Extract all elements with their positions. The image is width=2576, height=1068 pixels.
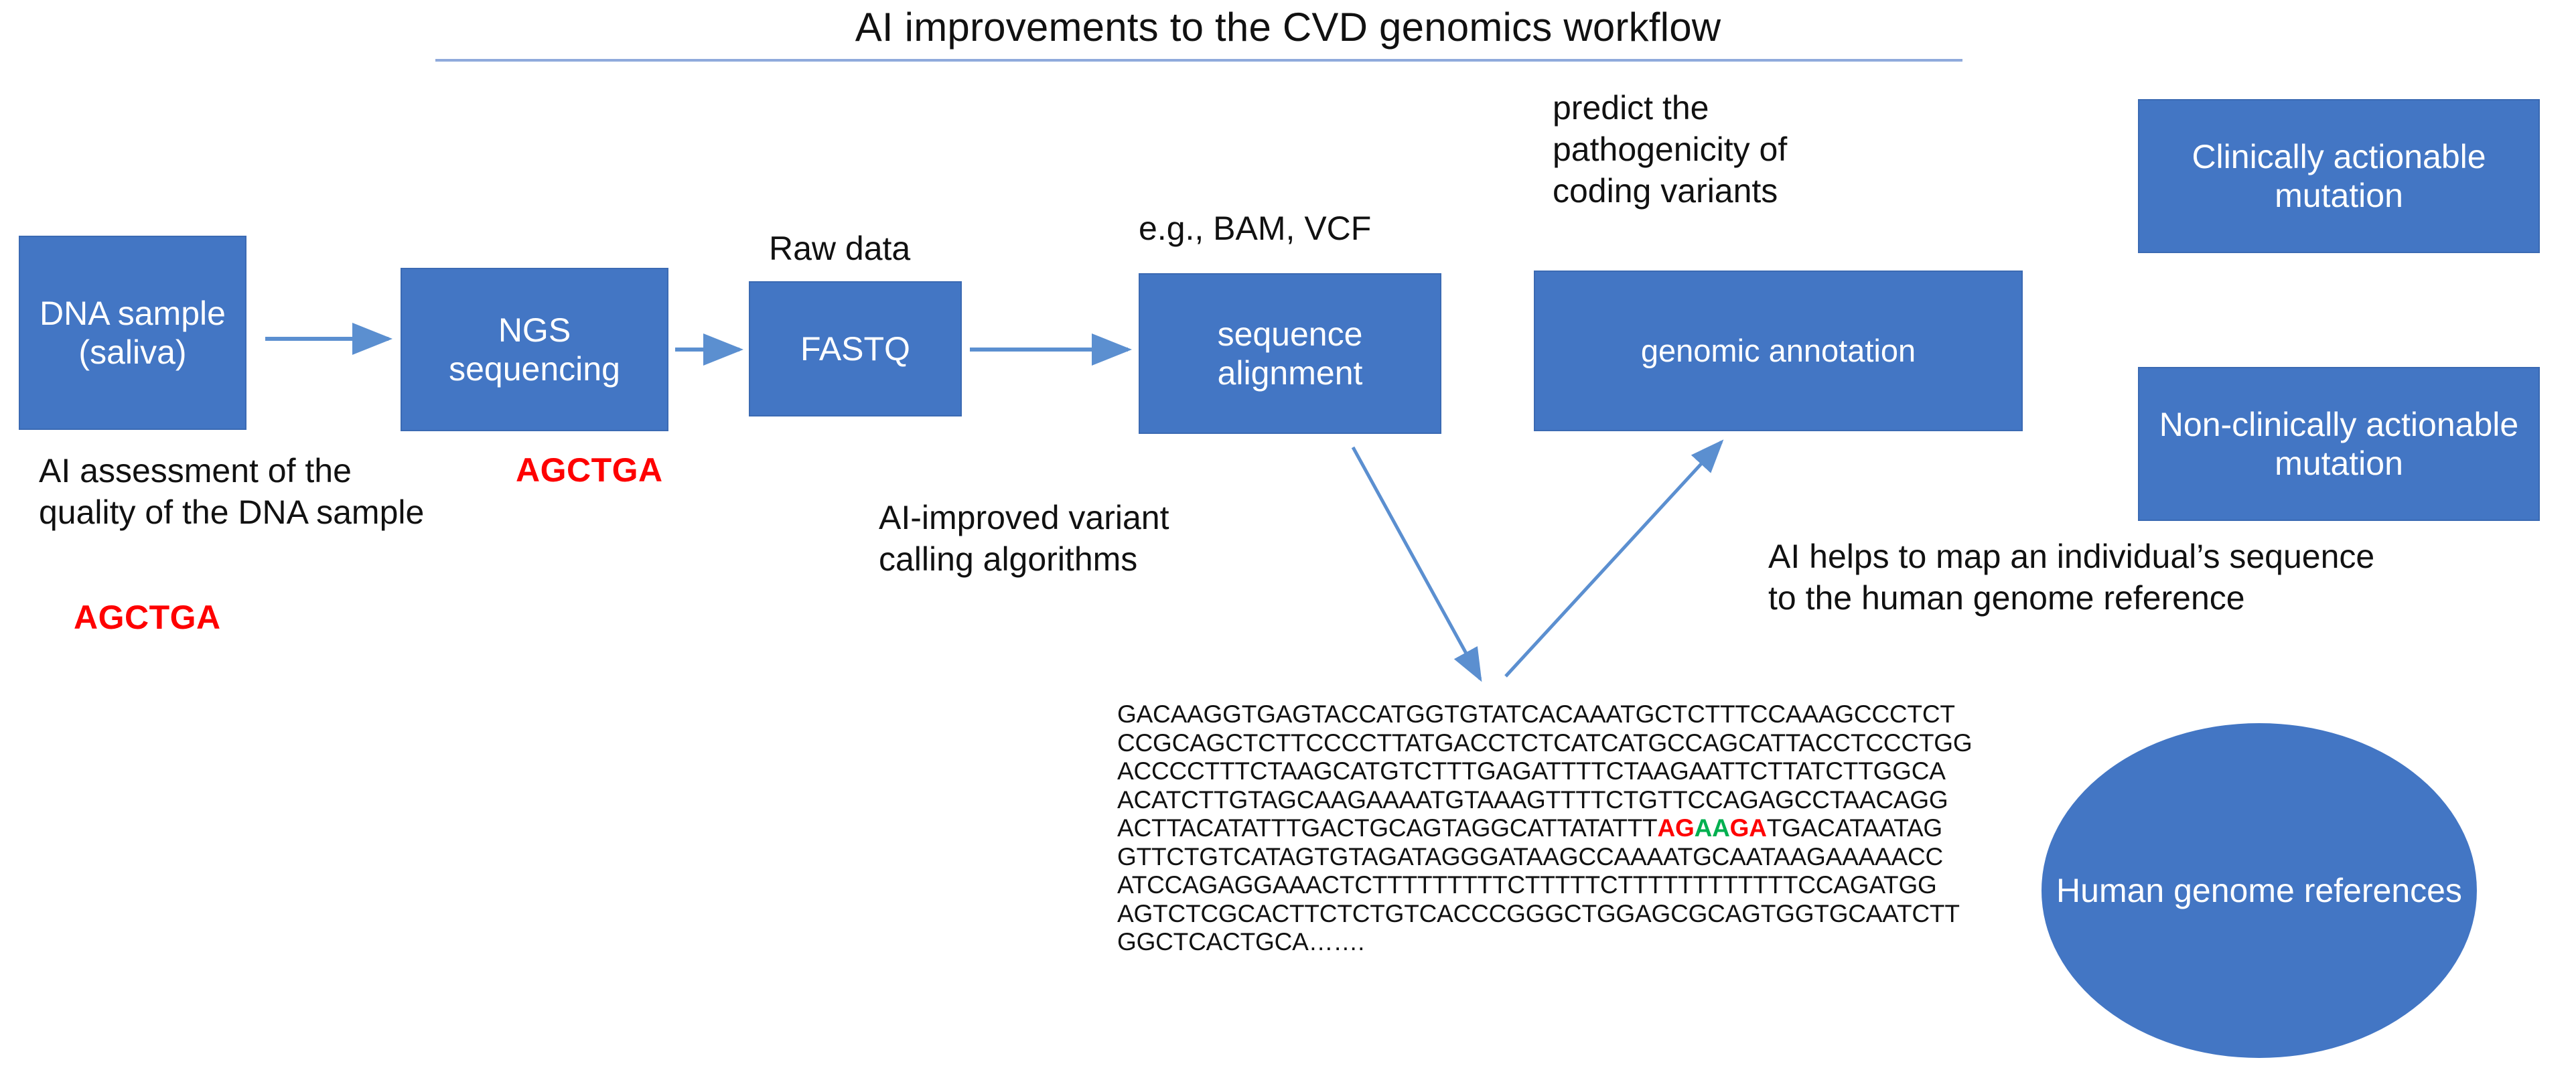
dna-sequence-block: GACAAGGTGAGTACCATGGTGTATCACAAATGCTCTTTCC…	[1117, 700, 2055, 957]
dna-base-highlight-red: AG	[1657, 814, 1695, 842]
dna-base-run: GGCTCACTGCA…….	[1117, 928, 1365, 956]
dna-sequence-line: CCGCAGCTCTTCCCCTTATGACCTCTCATCATGCCAGCAT…	[1117, 729, 2055, 758]
marker-agctga-bottom: AGCTGA	[74, 599, 221, 636]
label-raw-data: Raw data	[769, 230, 911, 267]
box-fastq[interactable]: FASTQ	[749, 281, 962, 416]
dna-sequence-line: GGCTCACTGCA…….	[1117, 928, 2055, 957]
dna-sequence-line: ACTTACATATTTGACTGCAGTAGGCATTATATTTAGAAGA…	[1117, 814, 2055, 843]
dna-base-run: TGACATAATAG	[1766, 814, 1943, 842]
dna-sequence-line: AGTCTCGCACTTCTCTGTCACCCGGGCTGGAGCGCAGTGG…	[1117, 900, 2055, 929]
ellipse-human-genome-references[interactable]: Human genome references	[2042, 723, 2477, 1058]
dna-base-run: ATCCAGAGGAAACTCTTTTTTTTTCTTTTTCTTTTTTTTT…	[1117, 871, 1937, 899]
marker-agctga-top: AGCTGA	[516, 451, 663, 489]
label-ai-mapping: AI helps to map an individual’s sequence…	[1768, 538, 2375, 617]
dna-base-run: CCGCAGCTCTTCCCCTTATGACCTCTCATCATGCCAGCAT…	[1117, 729, 1973, 757]
dna-sequence-line: ACCCCTTTCTAAGCATGTCTTTGAGATTTTCTAAGAATTC…	[1117, 757, 2055, 786]
dna-base-run: GTTCTGTCATAGTGTAGATAGGGATAAGCCAAAATGCAAT…	[1117, 842, 1944, 870]
dna-sequence-line: ATCCAGAGGAAACTCTTTTTTTTTCTTTTTCTTTTTTTTT…	[1117, 871, 2055, 900]
dna-base-run: ACCCCTTTCTAAGCATGTCTTTGAGATTTTCTAAGAATTC…	[1117, 757, 1946, 785]
dna-base-highlight-green: AA	[1694, 814, 1730, 842]
box-sequence-alignment[interactable]: sequence alignment	[1139, 273, 1441, 434]
box-clinically-actionable-mutation[interactable]: Clinically actionable mutation	[2138, 99, 2540, 253]
title-underline-rule	[435, 59, 1962, 62]
dna-sequence-line: GACAAGGTGAGTACCATGGTGTATCACAAATGCTCTTTCC…	[1117, 700, 2055, 729]
dna-base-run: GACAAGGTGAGTACCATGGTGTATCACAAATGCTCTTTCC…	[1117, 700, 1955, 728]
page-title: AI improvements to the CVD genomics work…	[855, 5, 1721, 50]
dna-base-run: ACTTACATATTTGACTGCAGTAGGCATTATATTT	[1117, 814, 1658, 842]
dna-base-run: AGTCTCGCACTTCTCTGTCACCCGGGCTGGAGCGCAGTGG…	[1117, 899, 1960, 927]
box-ngs-sequencing[interactable]: NGS sequencing	[401, 268, 668, 431]
label-predict-pathogenicity: predict the pathogenicity of coding vari…	[1553, 89, 1788, 210]
box-non-clinically-actionable-mutation[interactable]: Non-clinically actionable mutation	[2138, 367, 2540, 521]
label-ai-quality-assessment: AI assessment of the quality of the DNA …	[39, 452, 425, 531]
dna-base-highlight-red: GA	[1729, 814, 1767, 842]
dna-sequence-line: ACATCTTGTAGCAAGAAAATGTAAAGTTTTCTGTTCCAGA…	[1117, 786, 2055, 815]
box-genomic-annotation[interactable]: genomic annotation	[1534, 271, 2023, 431]
arrow-sequence-to-annotation	[1504, 439, 1724, 678]
arrow-alignment-to-sequence	[1351, 446, 1482, 682]
dna-sequence-line: GTTCTGTCATAGTGTAGATAGGGATAAGCCAAAATGCAAT…	[1117, 843, 2055, 872]
dna-base-run: ACATCTTGTAGCAAGAAAATGTAAAGTTTTCTGTTCCAGA…	[1117, 785, 1948, 814]
label-ai-variant-calling: AI-improved variant calling algorithms	[879, 499, 1169, 578]
label-bam-vcf: e.g., BAM, VCF	[1139, 210, 1372, 247]
box-dna-sample[interactable]: DNA sample (saliva)	[19, 236, 246, 430]
